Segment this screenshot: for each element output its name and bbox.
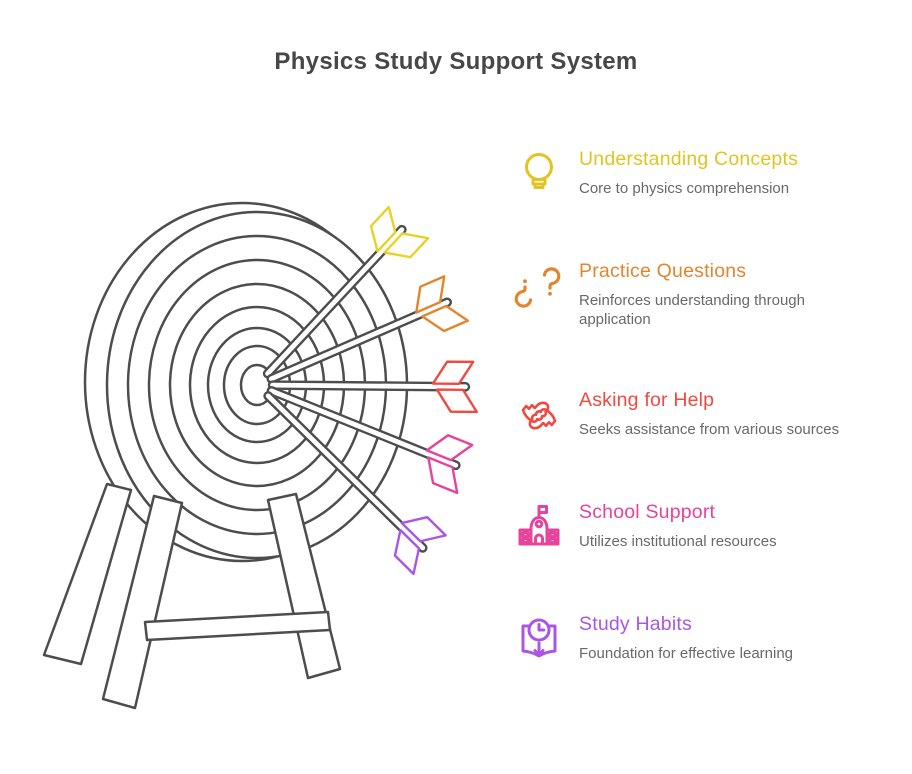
- arrow-purple: [263, 391, 447, 576]
- item-asking-for-help: Asking for Help Seeks assistance from va…: [513, 387, 871, 441]
- arrow-yellow: [262, 205, 430, 379]
- question-marks-icon: [513, 260, 565, 312]
- item-heading: Understanding Concepts: [579, 148, 799, 170]
- item-practice-questions: Practice Questions Reinforces understand…: [513, 258, 871, 329]
- school-icon: [513, 501, 565, 553]
- item-description: Utilizes institutional resources: [579, 533, 777, 551]
- arrow-orange: [266, 275, 470, 384]
- page-title: Physics Study Support System: [274, 48, 638, 75]
- target-with-arrows-graphic: [42, 201, 478, 710]
- item-description: Reinforces understanding through applica…: [579, 292, 805, 328]
- item-heading: School Support: [579, 501, 716, 524]
- arrow-pink: [266, 386, 474, 495]
- stand-crossbar: [143, 610, 332, 642]
- item-school-support: School Support Utilizes institutional re…: [513, 499, 871, 553]
- item-heading: Asking for Help: [579, 389, 715, 412]
- book-clock-icon: [513, 613, 565, 665]
- legend-list: Understanding Concepts Core to physics c…: [513, 146, 871, 665]
- item-description: Seeks assistance from various sources: [579, 421, 840, 439]
- item-heading: Practice Questions: [579, 260, 747, 282]
- item-understanding-concepts: Understanding Concepts Core to physics c…: [513, 146, 871, 200]
- target-illustration: [25, 178, 495, 738]
- item-description: Core to physics comprehension: [579, 180, 790, 197]
- lightbulb-icon: [513, 148, 565, 200]
- item-description: Foundation for effective learning: [579, 645, 794, 663]
- arrow-red: [267, 360, 478, 414]
- helping-hands-icon: [513, 389, 565, 441]
- target-stand-legs: [42, 482, 342, 710]
- item-study-habits: Study Habits Foundation for effective le…: [513, 611, 871, 665]
- item-heading: Study Habits: [579, 613, 692, 636]
